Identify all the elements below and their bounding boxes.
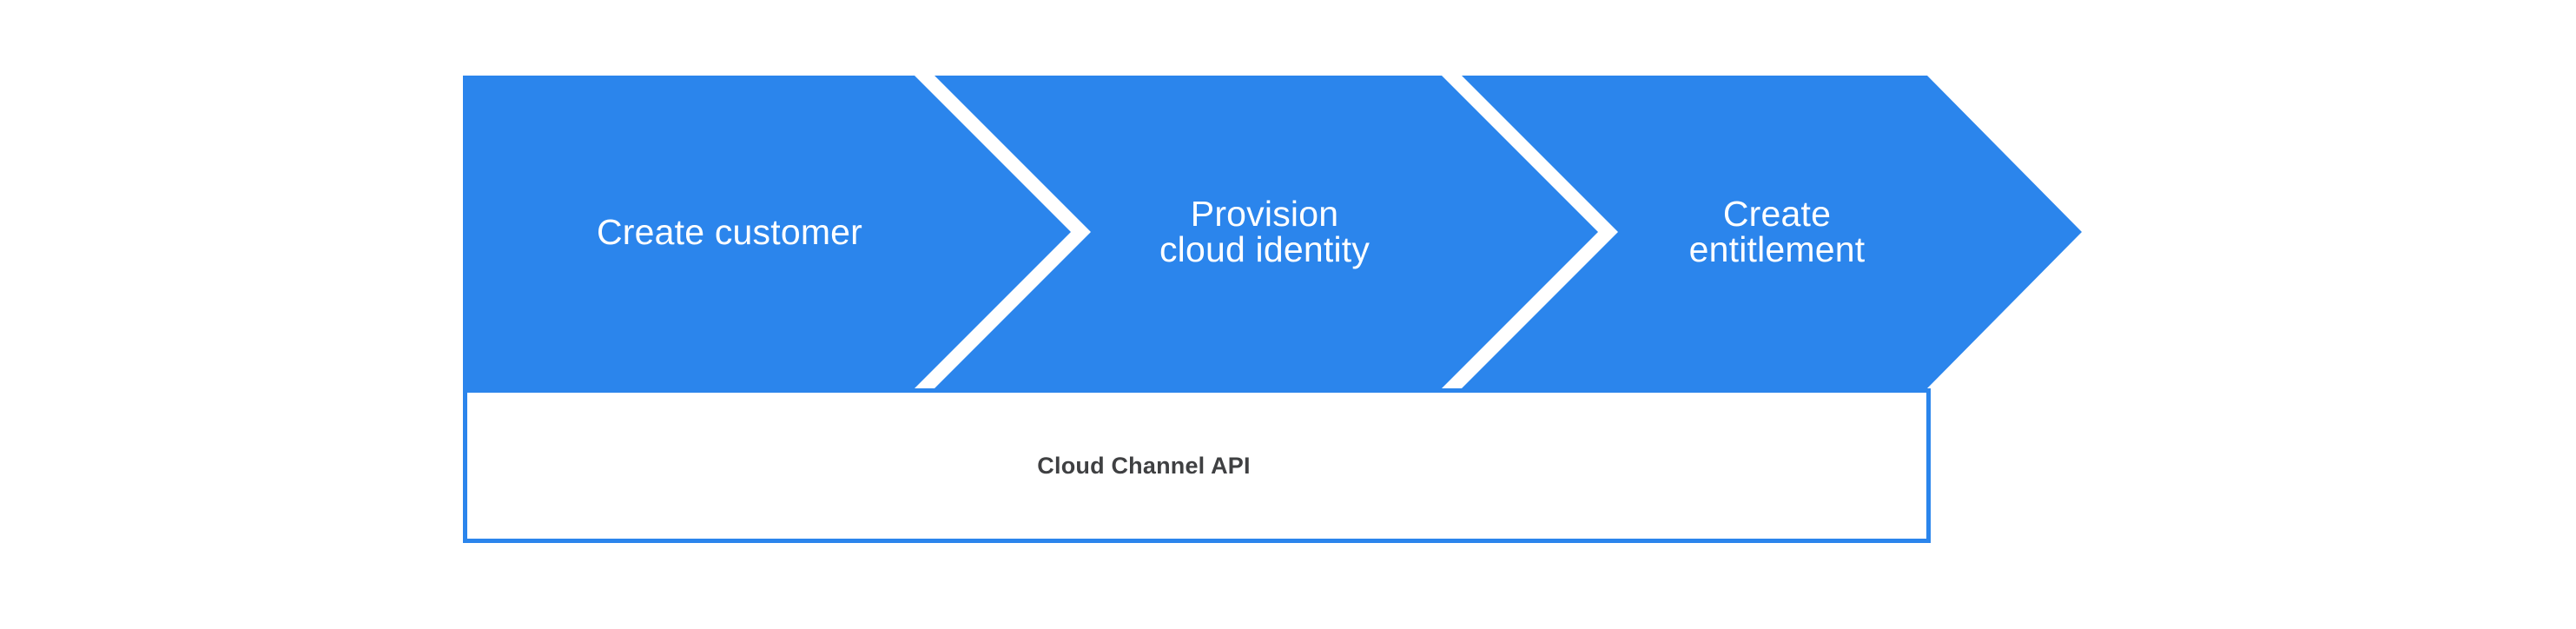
step-label-create-customer: Create customer — [596, 211, 863, 252]
api-bar: Cloud Channel API — [463, 388, 1931, 543]
step-label-create-entitlement: Create entitlement — [1688, 194, 1866, 269]
api-bar-label: Cloud Channel API — [1037, 452, 1251, 479]
step-label-provision-cloud-identity: Provision cloud identity — [1159, 194, 1371, 269]
